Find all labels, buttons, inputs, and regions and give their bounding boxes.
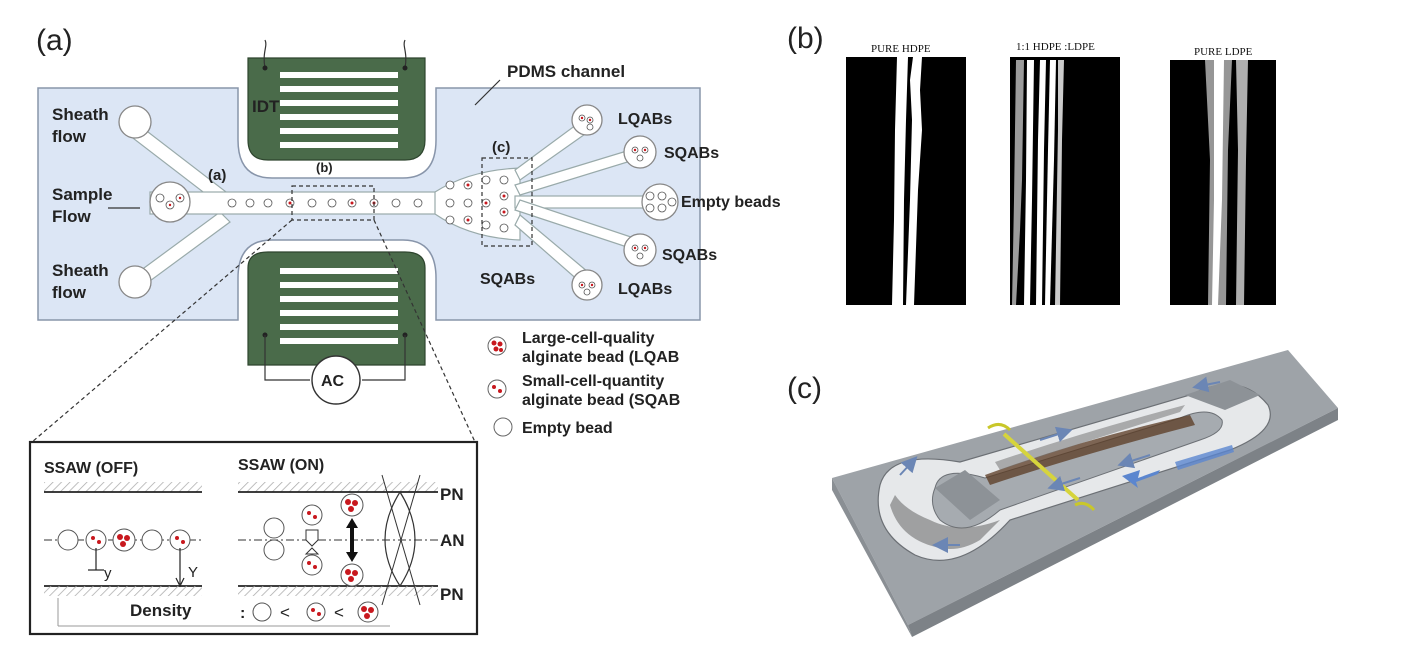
outlet-sqab-top: [623, 135, 657, 169]
pdms-label: PDMS channel: [507, 62, 625, 81]
microfluidic-chip: PDMS channel IDT Sheath flow Sample Flow…: [37, 39, 781, 405]
lqab-bottom-label: LQABs: [618, 281, 672, 298]
sqab-bottom-label: SQABs: [662, 247, 717, 264]
pn-bottom-label: PN: [440, 585, 464, 604]
an-label: AN: [440, 531, 465, 550]
region-c-box: [481, 157, 533, 247]
micrograph-1: [846, 57, 966, 305]
legend-lqab-1: Large-cell-quality: [522, 330, 655, 347]
sqab-top-label: SQABs: [664, 145, 719, 162]
sheath-top-label: Sheath: [52, 105, 109, 124]
density-colon: :: [240, 605, 245, 622]
ssaw-off-label: SSAW (OFF): [44, 460, 138, 477]
idt-bottom: [247, 251, 426, 405]
sheath-top-label-2: flow: [52, 127, 87, 146]
zoom-line-left: [31, 219, 293, 443]
sample-label: Sample: [52, 185, 112, 204]
region-c-label: (c): [492, 139, 510, 156]
zoom-line-right: [373, 219, 476, 443]
sheath-inlet-top: [118, 105, 152, 139]
sqabs-center-label: SQABs: [480, 271, 535, 288]
svg-text:<: <: [280, 603, 290, 622]
sheath-bottom-label: Sheath: [52, 261, 109, 280]
legend-empty: Empty bead: [522, 420, 613, 437]
outlet-sqab-bottom: [623, 233, 657, 267]
ac-source: [311, 355, 361, 405]
legend-sqab-1: Small-cell-quantity: [522, 373, 664, 390]
empty-beads-label: Empty beads: [681, 194, 781, 211]
micrograph-3: [1170, 60, 1276, 305]
pn-top-label: PN: [440, 485, 464, 504]
idt-label: IDT: [252, 97, 280, 116]
sheath-inlet-bottom: [118, 265, 152, 299]
ssaw-inset: SSAW (OFF) SSAW (ON) y Y: [28, 440, 479, 636]
density-label: Density: [130, 601, 192, 620]
ssaw-on-label: SSAW (ON): [238, 457, 324, 474]
outlet-lqab-bottom: [571, 269, 603, 301]
cell-dots: [168, 116, 647, 287]
y-big-label: Y: [188, 564, 198, 581]
region-b-label: (b): [316, 160, 333, 175]
lqab-top-label: LQABs: [618, 111, 672, 128]
micrographs: PURE HDPE 1:1 HDPE :LDPE PURE LDPE: [846, 41, 1276, 305]
idt-top: [247, 39, 426, 161]
sheath-bottom-label-2: flow: [52, 283, 87, 302]
device-3d-render: [832, 350, 1338, 637]
region-a-label: (a): [208, 167, 226, 184]
micrograph-2: [1010, 57, 1120, 305]
legend-lqab-2: alginate bead (LQAB: [522, 349, 679, 366]
panel-label-c: (c): [787, 372, 822, 405]
legend-sqab-2: alginate bead (SQAB: [522, 392, 680, 409]
micrograph-title-1: PURE HDPE: [871, 43, 931, 55]
pdms-pointer: [474, 79, 501, 106]
y-small-label: y: [104, 565, 112, 582]
sample-label-2: Flow: [52, 207, 91, 226]
panel-label-b: (b): [787, 22, 824, 55]
micrograph-title-3: PURE LDPE: [1194, 46, 1253, 58]
svg-text:<: <: [334, 603, 344, 622]
micrograph-title-2: 1:1 HDPE :LDPE: [1016, 41, 1095, 53]
panel-label-a: (a): [36, 24, 73, 57]
region-b-box: [291, 185, 375, 221]
legend: Large-cell-quality alginate bead (LQAB S…: [487, 330, 680, 437]
ac-label: AC: [321, 373, 345, 390]
